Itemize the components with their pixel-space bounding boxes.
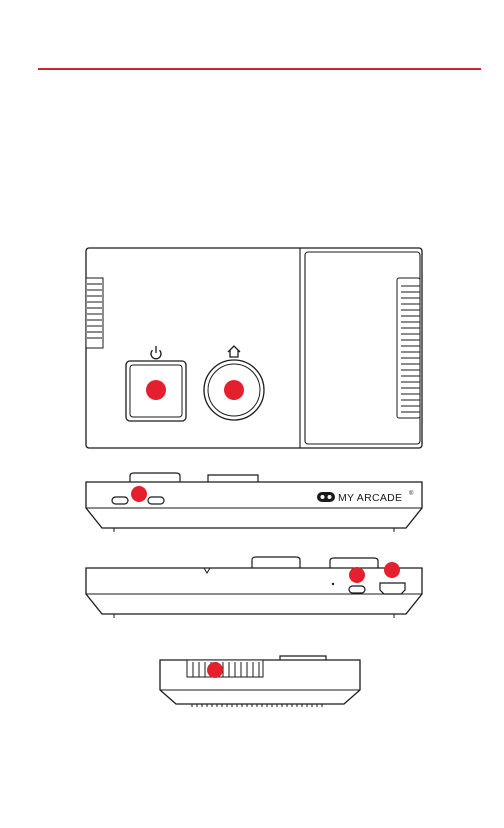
device-side-view xyxy=(160,656,360,707)
gamepad-logo-icon xyxy=(317,492,335,502)
reset-pinhole xyxy=(332,583,334,585)
shoulder-bump-left xyxy=(130,473,180,482)
right-vent xyxy=(397,278,420,418)
device-body-back xyxy=(86,568,422,614)
device-top-view xyxy=(86,248,422,448)
hdmi-port xyxy=(380,583,405,594)
bottom-grille xyxy=(192,704,322,707)
marker-power-button xyxy=(146,380,166,400)
left-vent xyxy=(86,278,103,348)
home-button[interactable] xyxy=(204,360,264,420)
side-vent xyxy=(187,660,263,677)
marker-home-button xyxy=(224,380,244,400)
usb-c-port xyxy=(148,497,164,504)
device-front-view: MY ARCADE ® xyxy=(86,473,422,532)
power-button[interactable] xyxy=(126,361,186,421)
registered-mark: ® xyxy=(409,490,414,497)
shoulder-bump-right xyxy=(330,558,378,568)
marker-front-ports xyxy=(131,486,147,502)
shoulder-bump-left xyxy=(252,557,300,568)
usb-c-port xyxy=(112,497,128,504)
usb-c-port xyxy=(349,586,365,593)
marker-hdmi-port xyxy=(384,562,400,578)
shoulder-bump-right xyxy=(208,475,258,482)
marker-usb-c-port xyxy=(349,567,365,583)
marker-side-vent xyxy=(207,662,223,678)
brand-text: MY ARCADE xyxy=(338,492,402,504)
device-back-view xyxy=(86,557,422,618)
